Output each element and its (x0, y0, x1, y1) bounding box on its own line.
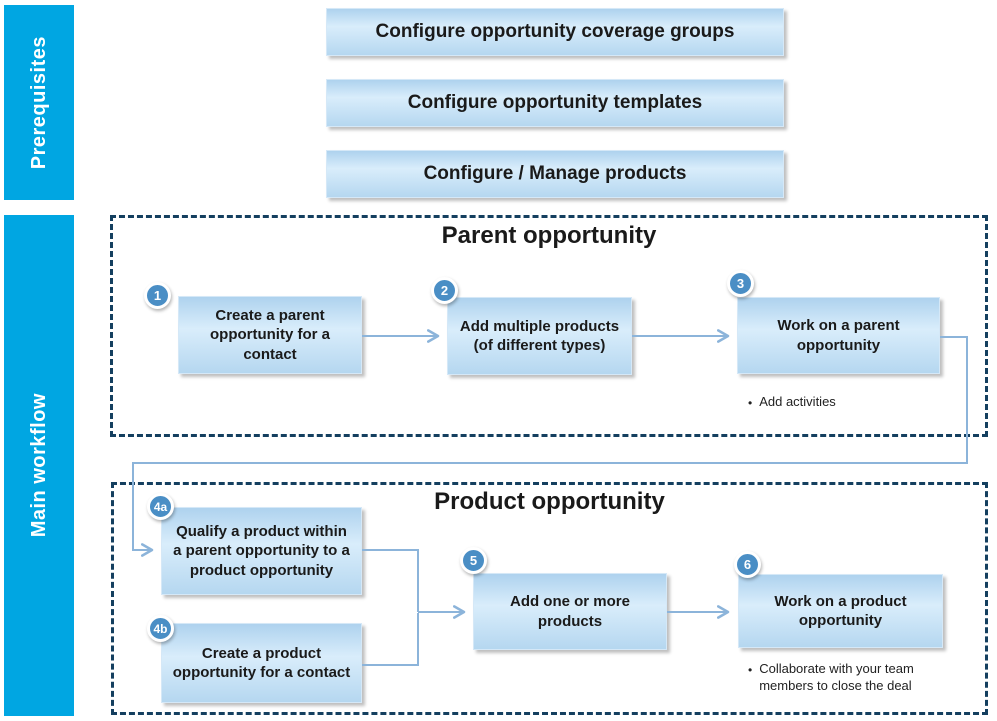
prerequisites-label: Prerequisites (27, 35, 50, 170)
step-circle-4b: 4b (147, 615, 174, 642)
step-circle-1: 1 (144, 282, 171, 309)
prereq-box-templates[interactable]: Configure opportunity templates (326, 79, 784, 127)
step-box-add-one-or-more-products[interactable]: Add one or more products (473, 573, 667, 650)
parent-opportunity-section (110, 215, 988, 437)
step-circle-6: 6 (734, 551, 761, 578)
step-box-work-on-product-opportunity[interactable]: Work on a product opportunity (738, 574, 943, 648)
bullet-dot: • (748, 663, 753, 677)
sidebar-band-prerequisites: Prerequisites (4, 5, 74, 200)
step-circle-3: 3 (727, 270, 754, 297)
parent-section-title: Parent opportunity (441, 222, 657, 249)
note-collaborate: • Collaborate with your team members to … (748, 661, 916, 694)
main-workflow-label: Main workflow (27, 393, 50, 538)
step-circle-4a: 4a (147, 493, 174, 520)
sidebar-band-main-workflow: Main workflow (4, 215, 74, 716)
prereq-box-coverage-groups[interactable]: Configure opportunity coverage groups (326, 8, 784, 56)
step-circle-5: 5 (460, 547, 487, 574)
step-box-create-product-opportunity[interactable]: Create a product opportunity for a conta… (161, 623, 362, 703)
step-circle-2: 2 (431, 277, 458, 304)
note-text: Collaborate with your team members to cl… (759, 661, 914, 693)
product-opportunity-section (111, 482, 988, 715)
prereq-box-manage-products[interactable]: Configure / Manage products (326, 150, 784, 198)
